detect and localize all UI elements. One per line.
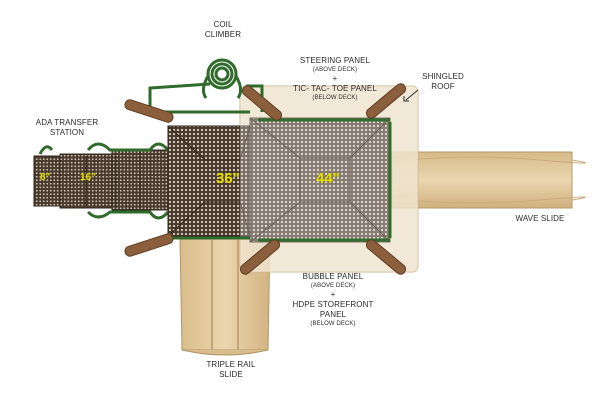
- triple-rail-label: TRIPLE RAIL SLIDE: [206, 360, 256, 379]
- height-36-label: 36": [216, 170, 240, 187]
- shingled-roof-label: SHINGLED ROOF: [422, 72, 464, 91]
- coil-climber-label: COIL CLIMBER: [204, 20, 242, 39]
- support-posts: [124, 83, 407, 275]
- wave-slide-label: WAVE SLIDE: [515, 214, 565, 223]
- height-16-label: 16": [80, 172, 96, 183]
- height-8-label: 8": [40, 172, 51, 183]
- bubble-panel-label: BUBBLE PANEL (ABOVE DECK) + HDPE STOREFR…: [292, 272, 374, 327]
- wave-slide: [391, 151, 586, 209]
- deck-36: [167, 125, 251, 237]
- coil-climber: [201, 58, 243, 99]
- height-44-label: 44": [316, 170, 340, 187]
- ada-transfer-station: [33, 142, 175, 220]
- roof-pointer-arrow: [403, 89, 419, 102]
- steering-panel-label: STEERING PANEL (ABOVE DECK) + TIC- TAC- …: [293, 56, 377, 101]
- ada-transfer-label: ADA TRANSFER STATION: [35, 118, 99, 137]
- deck-44: [249, 117, 391, 243]
